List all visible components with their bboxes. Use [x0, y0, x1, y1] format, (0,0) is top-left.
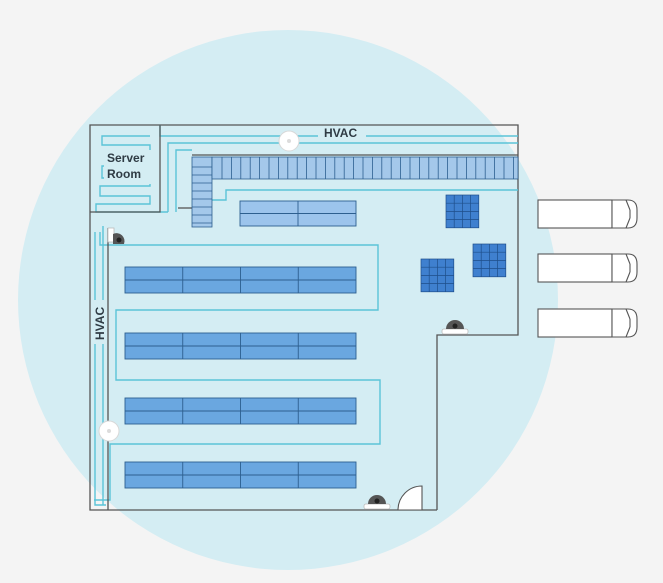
dome-camera-icon [363, 495, 391, 510]
hvac-label-left: HVAC [93, 307, 107, 340]
building-walls [89, 124, 519, 511]
server-room-label-line1: Server [107, 151, 145, 165]
conveyor-horizontal [211, 156, 519, 180]
truck-icon [537, 199, 638, 229]
conveyor-vertical [191, 156, 213, 228]
trucks [537, 199, 638, 338]
pallet [472, 243, 507, 278]
truck-icon [537, 308, 638, 338]
shelving-rack-small [239, 200, 357, 227]
server-room: Server Room [104, 150, 154, 184]
shelving-rack [124, 266, 357, 294]
pallet [445, 194, 480, 229]
truck-icon [537, 253, 638, 283]
interior-walls [90, 125, 518, 510]
pallet [420, 258, 455, 293]
door-swing-icon [397, 485, 423, 511]
pallets [420, 194, 507, 293]
shelving-rack [124, 397, 357, 425]
shelving-rack [124, 461, 357, 489]
conveyor [191, 156, 519, 228]
dome-camera-icon [107, 227, 125, 244]
dome-camera-icon [441, 320, 469, 335]
server-room-label-line2: Room [107, 167, 141, 181]
ceiling-sensor-icon [278, 130, 300, 152]
shelving-rack [124, 332, 357, 360]
hvac-label-top: HVAC [324, 126, 357, 140]
ceiling-sensor-icon [98, 420, 120, 442]
shelving-racks [124, 200, 357, 489]
